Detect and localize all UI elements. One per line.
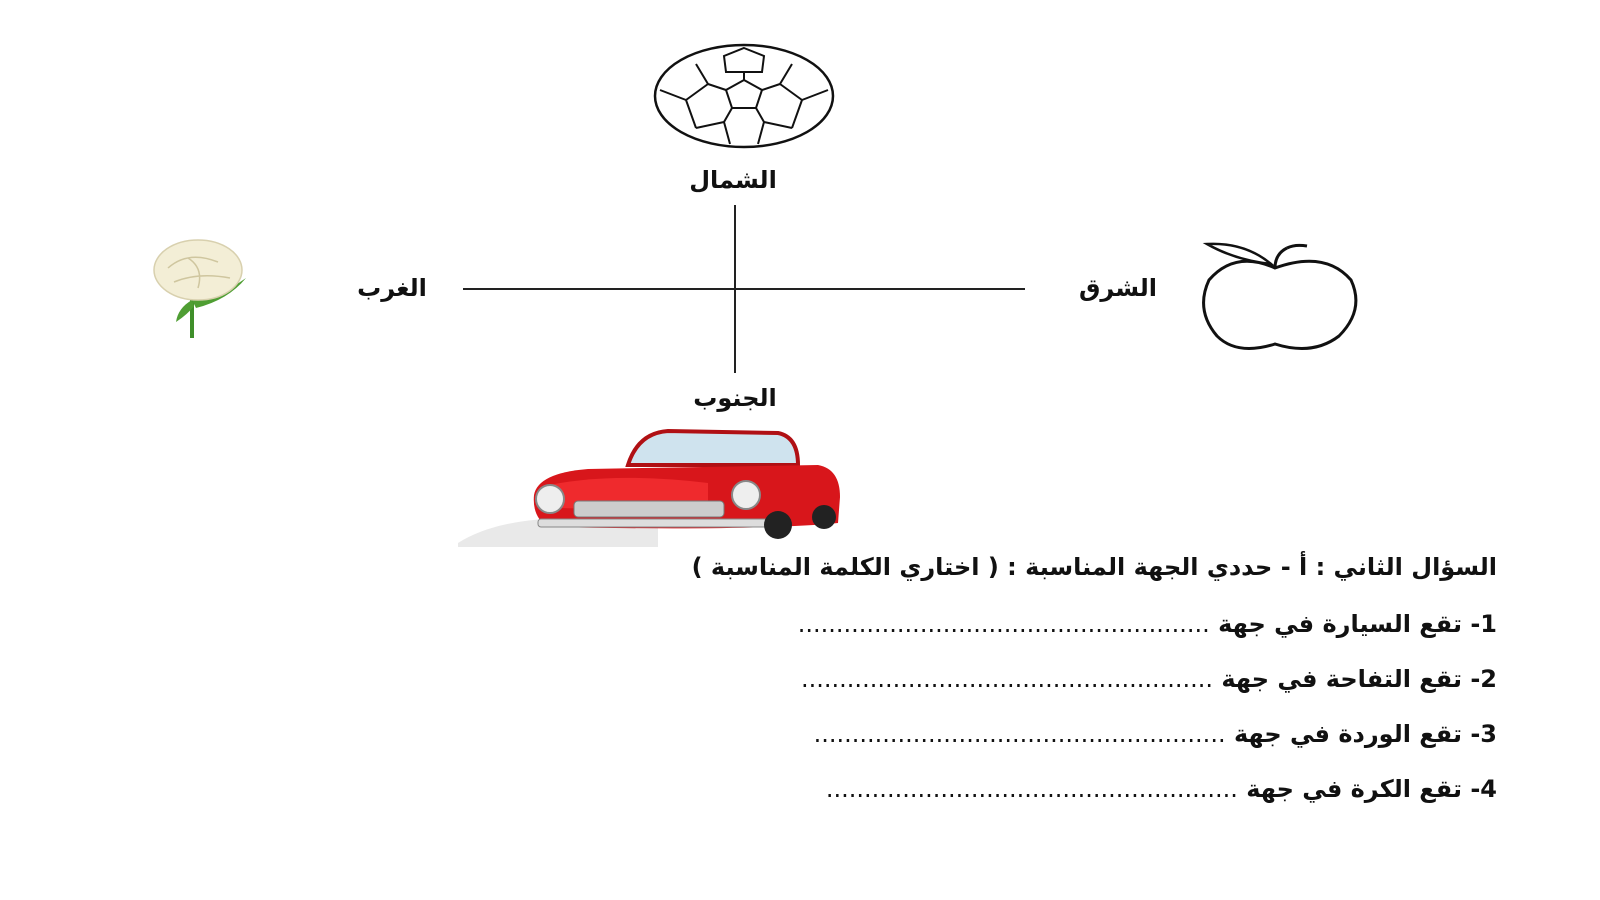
- item-text: تقع الكرة في جهة: [1246, 775, 1462, 803]
- label-west: الغرب: [357, 274, 427, 302]
- item-number: 1-: [1470, 610, 1497, 638]
- question-item-1: 1- تقع السيارة في جهة ..................…: [798, 610, 1497, 638]
- question-item-2: 2- تقع التفاحة في جهة ..................…: [801, 665, 1497, 693]
- rose-icon: [153, 239, 246, 338]
- question-item-3: 3- تقع الوردة في جهة ...................…: [814, 720, 1497, 748]
- item-text: تقع السيارة في جهة: [1218, 610, 1462, 638]
- item-text: تقع الوردة في جهة: [1233, 720, 1462, 748]
- label-north: الشمال: [689, 166, 777, 194]
- item-number: 4-: [1470, 775, 1497, 803]
- answer-blank[interactable]: ........................................…: [825, 775, 1238, 803]
- soccer-ball-icon: [653, 43, 835, 149]
- question-header: السؤال الثاني : أ - حددي الجهة المناسبة …: [691, 553, 1497, 581]
- answer-blank[interactable]: ........................................…: [797, 610, 1210, 638]
- label-south: الجنوب: [693, 384, 777, 412]
- item-text: تقع التفاحة في جهة: [1221, 665, 1462, 693]
- item-number: 2-: [1470, 665, 1497, 693]
- compass-horizontal-line: [463, 288, 1025, 290]
- red-car-icon: [458, 428, 840, 547]
- item-number: 3-: [1470, 720, 1497, 748]
- answer-blank[interactable]: ........................................…: [801, 665, 1213, 693]
- label-east: الشرق: [1078, 274, 1158, 302]
- apple-icon: [1202, 242, 1358, 350]
- answer-blank[interactable]: ........................................…: [813, 720, 1226, 748]
- question-item-4: 4- تقع الكرة في جهة ....................…: [826, 775, 1497, 803]
